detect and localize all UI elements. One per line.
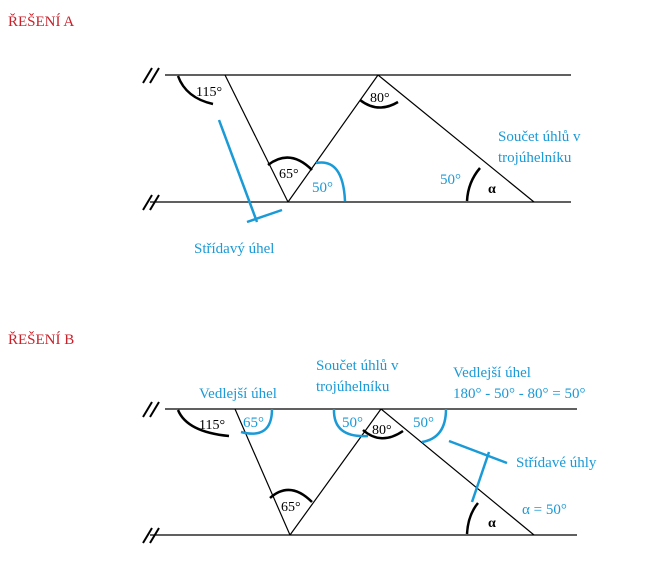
note-triangle-sum-a-2: trojúhelníku [498,150,572,166]
result-alpha-b: α = 50° [522,502,567,518]
label-50-top-left-b: 50° [342,415,363,431]
parallel-marker-bottom-b [142,527,160,544]
note-supplementary-left-b: Vedlejší úhel [199,386,277,402]
heading-solution-b: ŘEŠENÍ B [8,331,74,348]
label-80-a: 80° [370,91,390,106]
label-65-top-b: 65° [243,415,264,431]
transversal-3-a [377,74,535,203]
heading-solution-a: ŘEŠENÍ A [8,13,74,30]
arc-65-top-b [240,408,274,435]
label-115-a: 115° [196,85,222,100]
note-triangle-sum-b-2: trojúhelníku [316,379,390,395]
transversal-1-a [224,74,289,203]
label-65-a: 65° [279,167,299,182]
transversal-1-b [234,408,291,536]
arc-alpha-b [465,502,479,535]
pointer-alternate-upper-b [448,439,508,465]
note-alternate-angles-b: Střídavé úhly [516,455,597,471]
figure-solution-b: 115° 65° 50° 80° 50° 65° α Vedlejší úhel… [142,358,597,544]
label-65-bottom-b: 65° [281,500,301,515]
pointer-alternate-lower-b [470,451,491,503]
arc-50-top-right-b [421,408,448,444]
note-triangle-sum-a-1: Součet úhlů v [498,129,581,145]
label-50-bottom-a: 50° [312,180,333,196]
note-supplementary-right-b-2: 180° - 50° - 80° = 50° [453,386,585,402]
arc-115-b [176,409,230,438]
pointer-alternate-a [217,119,259,223]
arc-80-b [362,429,404,440]
label-alpha-b: α [488,516,496,531]
pointer-alternate-tick-a [246,208,283,224]
note-alternate-angle-a: Střídavý úhel [194,241,274,257]
label-alpha-a: α [488,182,496,197]
arc-alpha-a [465,167,481,202]
label-80-b: 80° [372,423,392,438]
parallel-marker-bottom-a [142,194,160,211]
arc-50-bottom-a [315,161,347,202]
arc-80-a [359,98,399,109]
label-115-b: 115° [199,418,225,433]
parallel-marker-top-b [142,401,160,418]
note-supplementary-right-b-1: Vedlejší úhel [453,365,531,381]
arc-50-top-left-b [332,408,369,438]
parallel-marker-top-a [142,67,160,84]
label-50-right-a: 50° [440,172,461,188]
label-50-top-right-b: 50° [413,415,434,431]
transversal-2-a [287,74,379,203]
transversal-3-b [380,408,535,536]
transversal-2-b [289,408,382,536]
arc-115-a [176,75,214,106]
arc-65-a [267,156,313,171]
note-triangle-sum-b-1: Součet úhlů v [316,358,399,374]
figure-solution-a: 115° 80° 65° 50° 50° α Součet úhlů v tro… [142,67,581,257]
arc-65-b [269,488,313,503]
